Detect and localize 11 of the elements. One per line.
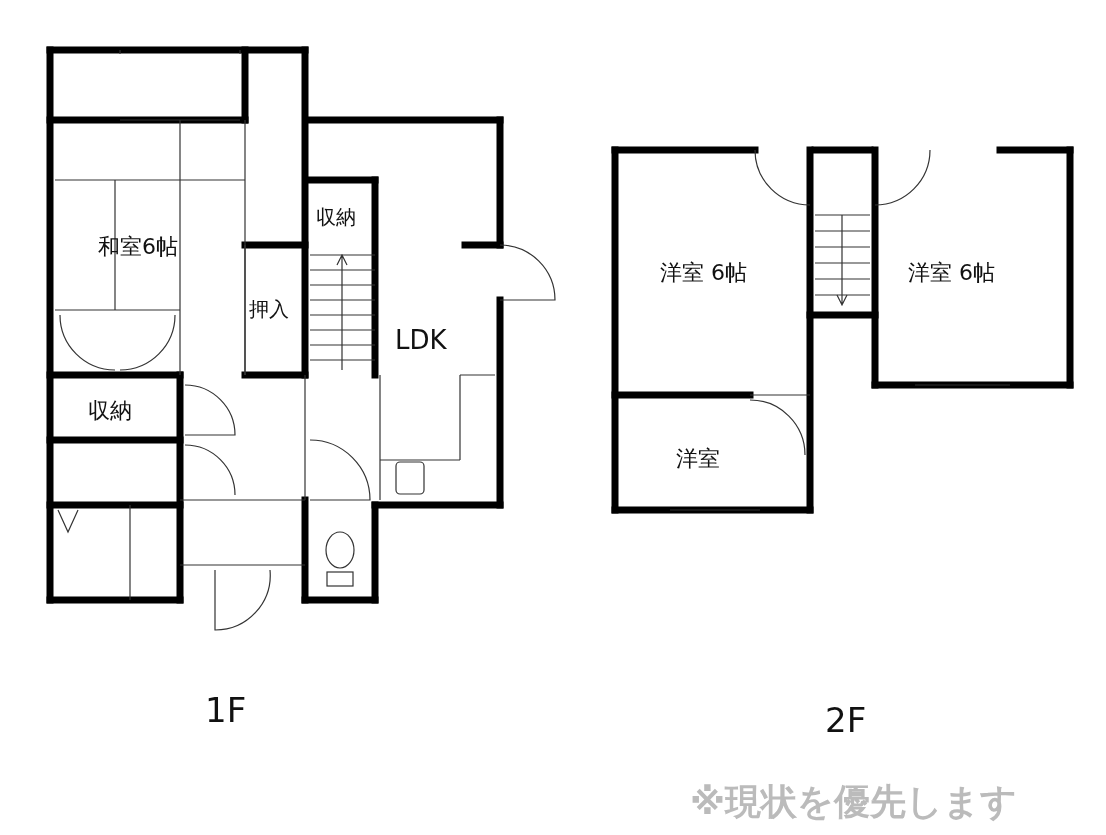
- room-label: 収納: [88, 397, 132, 425]
- floor-label: 2F: [825, 700, 867, 740]
- room-label: 洋室 6帖: [660, 259, 747, 287]
- room-label: 洋室: [676, 445, 720, 473]
- room-label: 押入: [249, 296, 289, 323]
- room-label: 収納: [316, 204, 356, 231]
- room-label: 洋室 6帖: [908, 259, 995, 287]
- room-label: 和室6帖: [98, 233, 178, 261]
- room-label: LDK: [395, 325, 447, 355]
- note-text: ※現状を優先します: [690, 780, 1017, 824]
- floor-label: 1F: [205, 690, 247, 730]
